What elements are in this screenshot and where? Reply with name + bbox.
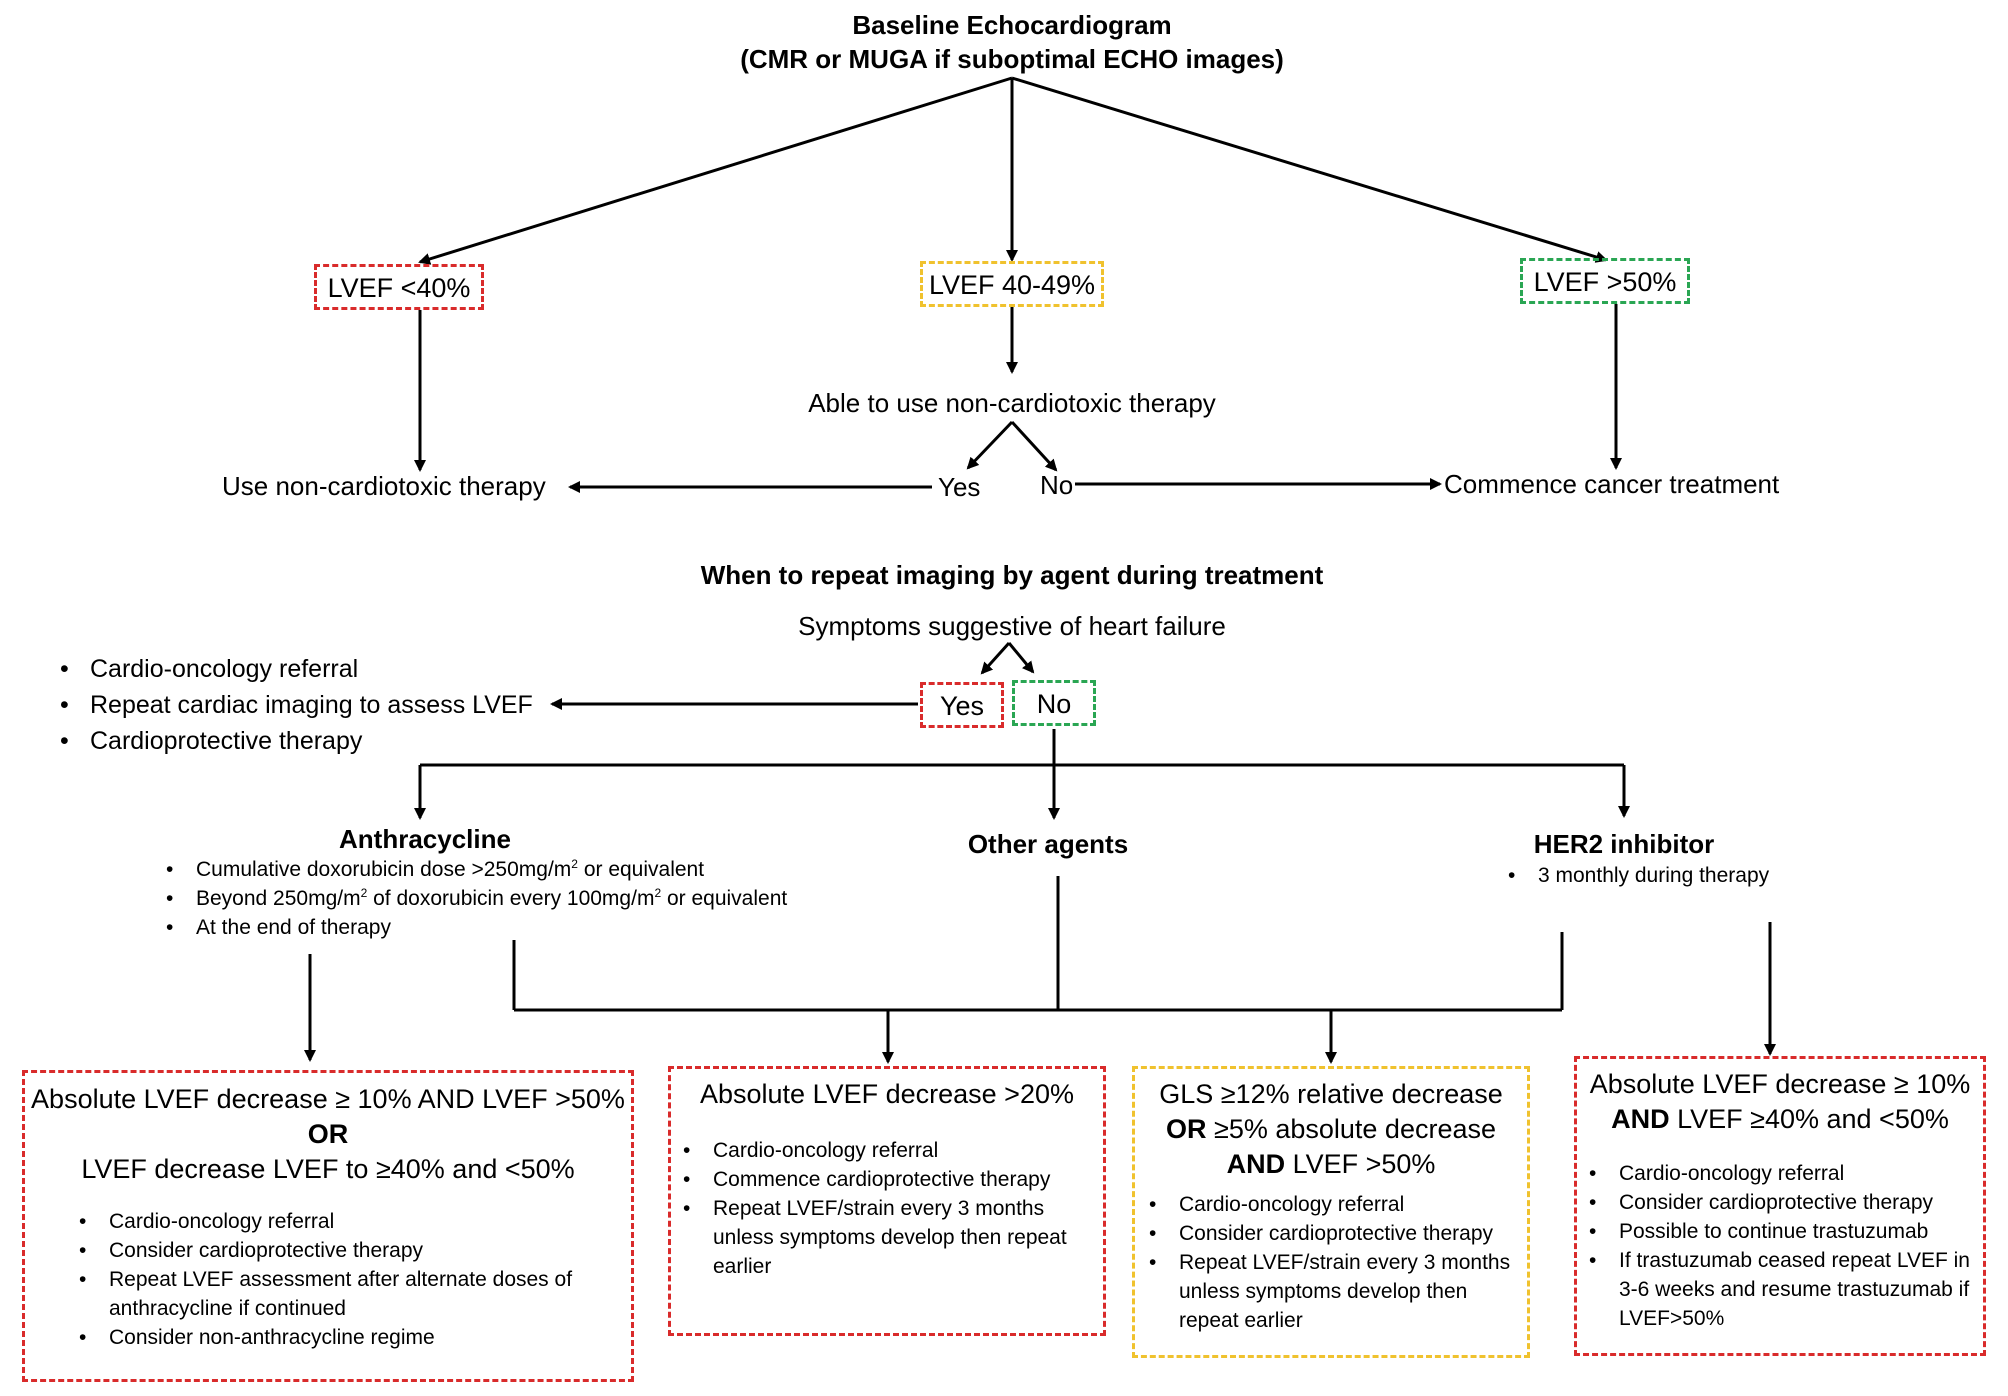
baseline-subtitle: (CMR or MUGA if suboptimal ECHO images): [740, 44, 1284, 74]
criteria-line: Absolute LVEF decrease ≥ 10%: [1589, 1069, 1971, 1099]
her2-inhibitor-title: HER2 inhibitor: [1533, 829, 1715, 859]
lvef-below-40-label: LVEF <40%: [327, 273, 471, 303]
symptoms-yes-box: Yes: [920, 682, 1004, 728]
symptoms-no-box: No: [1012, 680, 1096, 726]
criteria-line: Absolute LVEF decrease ≥ 10% AND LVEF >5…: [31, 1084, 625, 1114]
anthracycline-bullet: Cumulative doxorubicin dose >250mg/m2 or…: [166, 855, 787, 884]
anthracycline-bullet: Beyond 250mg/m2 of doxorubicin every 100…: [166, 884, 787, 913]
criteria-line: GLS ≥12% relative decrease: [1159, 1079, 1503, 1109]
yes-actions-list: Cardio-oncology referral Repeat cardiac …: [54, 651, 533, 759]
symptoms-question: Symptoms suggestive of heart failure: [798, 611, 1226, 641]
criteria-action-item: Commence cardioprotective therapy: [683, 1165, 1093, 1194]
criteria-box-other-red: Absolute LVEF decrease >20% Cardio-oncol…: [668, 1066, 1106, 1336]
criteria-action-item: Consider cardioprotective therapy: [1149, 1219, 1523, 1248]
other-agents-title: Other agents: [967, 829, 1129, 859]
symptoms-no-label: No: [1036, 689, 1072, 719]
her2-bullets: 3 monthly during therapy: [1502, 861, 1769, 890]
criteria-line: LVEF decrease LVEF to ≥40% and <50%: [81, 1154, 575, 1184]
repeat-imaging-title: When to repeat imaging by agent during t…: [700, 560, 1324, 590]
criteria-line: AND LVEF ≥40% and <50%: [1611, 1104, 1949, 1134]
yes-action-item: Repeat cardiac imaging to assess LVEF: [60, 687, 533, 723]
anthracycline-title: Anthracycline: [339, 824, 511, 854]
anthracycline-bullets: Cumulative doxorubicin dose >250mg/m2 or…: [160, 855, 787, 942]
commence-cancer-treatment-text: Commence cancer treatment: [1444, 469, 1780, 499]
yes-action-item: Cardio-oncology referral: [60, 651, 533, 687]
her2-bullet: 3 monthly during therapy: [1508, 861, 1769, 890]
criteria-action-item: Repeat LVEF/strain every 3 months unless…: [683, 1194, 1093, 1281]
criteria-action-item: Cardio-oncology referral: [79, 1207, 629, 1236]
lvef-above-50-label: LVEF >50%: [1533, 267, 1677, 297]
lvef-above-50-box: LVEF >50%: [1520, 258, 1690, 304]
criteria-action-item: Cardio-oncology referral: [1149, 1190, 1523, 1219]
lvef-below-40-box: LVEF <40%: [314, 264, 484, 310]
criteria-box-anthracycline: Absolute LVEF decrease ≥ 10% AND LVEF >5…: [22, 1070, 634, 1382]
criteria-action-item: Cardio-oncology referral: [683, 1136, 1093, 1165]
anthracycline-bullet: At the end of therapy: [166, 913, 787, 942]
decision-yes: Yes: [938, 472, 981, 502]
criteria-action-item: Cardio-oncology referral: [1589, 1159, 1975, 1188]
criteria-box-other-yellow: GLS ≥12% relative decrease OR ≥5% absolu…: [1132, 1066, 1530, 1358]
criteria-line: AND LVEF >50%: [1226, 1149, 1436, 1179]
criteria-action-item: Repeat LVEF assessment after alternate d…: [79, 1265, 629, 1323]
criteria-box-her2: Absolute LVEF decrease ≥ 10% AND LVEF ≥4…: [1574, 1056, 1986, 1356]
lvef-40-49-box: LVEF 40-49%: [920, 261, 1104, 307]
criteria-action-item: Consider non-anthracycline regime: [79, 1323, 629, 1352]
criteria-action-item: Possible to continue trastuzumab: [1589, 1217, 1975, 1246]
lvef-40-49-label: LVEF 40-49%: [928, 270, 1096, 300]
baseline-title: Baseline Echocardiogram: [852, 10, 1172, 40]
criteria-action-item: If trastuzumab ceased repeat LVEF in 3-6…: [1589, 1246, 1975, 1333]
yes-action-item: Cardioprotective therapy: [60, 723, 533, 759]
criteria-action-item: Consider cardioprotective therapy: [1589, 1188, 1975, 1217]
criteria-line: OR ≥5% absolute decrease: [1166, 1114, 1496, 1144]
symptoms-yes-label: Yes: [939, 691, 985, 721]
use-non-cardiotoxic-text: Use non-cardiotoxic therapy: [222, 471, 546, 501]
criteria-line: Absolute LVEF decrease >20%: [700, 1079, 1074, 1109]
decision-question: Able to use non-cardiotoxic therapy: [808, 388, 1216, 418]
decision-no: No: [1040, 470, 1074, 500]
criteria-action-item: Repeat LVEF/strain every 3 months unless…: [1149, 1248, 1523, 1335]
criteria-action-item: Consider cardioprotective therapy: [79, 1236, 629, 1265]
criteria-line-or: OR: [307, 1119, 349, 1149]
